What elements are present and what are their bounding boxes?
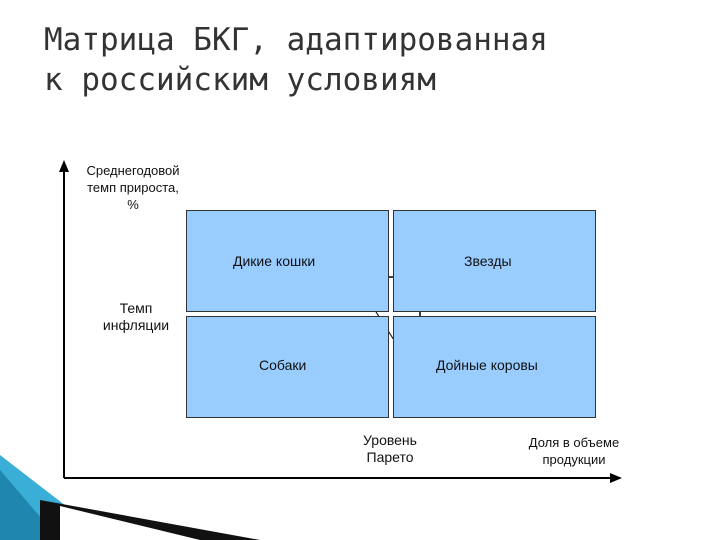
y-axis-label-line-2: темп прироста, [66, 179, 200, 196]
pareto-mark-label: Уровень Парето [340, 432, 440, 466]
y-axis-label-line-1: Среднегодовой [66, 162, 200, 179]
quadrant-wild-cats-label: Дикие кошки [233, 253, 315, 269]
quadrant-stars-label: Звезды [464, 253, 512, 269]
pareto-mark-line-2: Парето [340, 449, 440, 466]
y-axis-label-line-3: % [66, 196, 200, 213]
x-axis-arrowhead [610, 473, 622, 483]
y-axis-label: Среднегодовой темп прироста, % [66, 162, 200, 213]
inflation-mark-label: Темп инфляции [88, 300, 184, 334]
quadrant-dogs-label: Собаки [259, 357, 306, 373]
quadrant-stars: Звезды [393, 210, 596, 312]
quadrant-cash-cows-label: Дойные коровы [436, 357, 538, 373]
corner-decoration [0, 455, 260, 540]
quadrant-wild-cats: Дикие кошки [186, 210, 389, 312]
inflation-mark-line-1: Темп [88, 300, 184, 317]
quadrant-cash-cows: Дойные коровы [393, 316, 596, 418]
pareto-mark-line-1: Уровень [340, 432, 440, 449]
x-axis-label-line-1: Доля в объеме [512, 434, 636, 451]
quadrant-dogs: Собаки [186, 316, 389, 418]
x-axis-label-line-2: продукции [512, 451, 636, 468]
inflation-mark-line-2: инфляции [88, 317, 184, 334]
x-axis-label: Доля в объеме продукции [512, 434, 636, 468]
